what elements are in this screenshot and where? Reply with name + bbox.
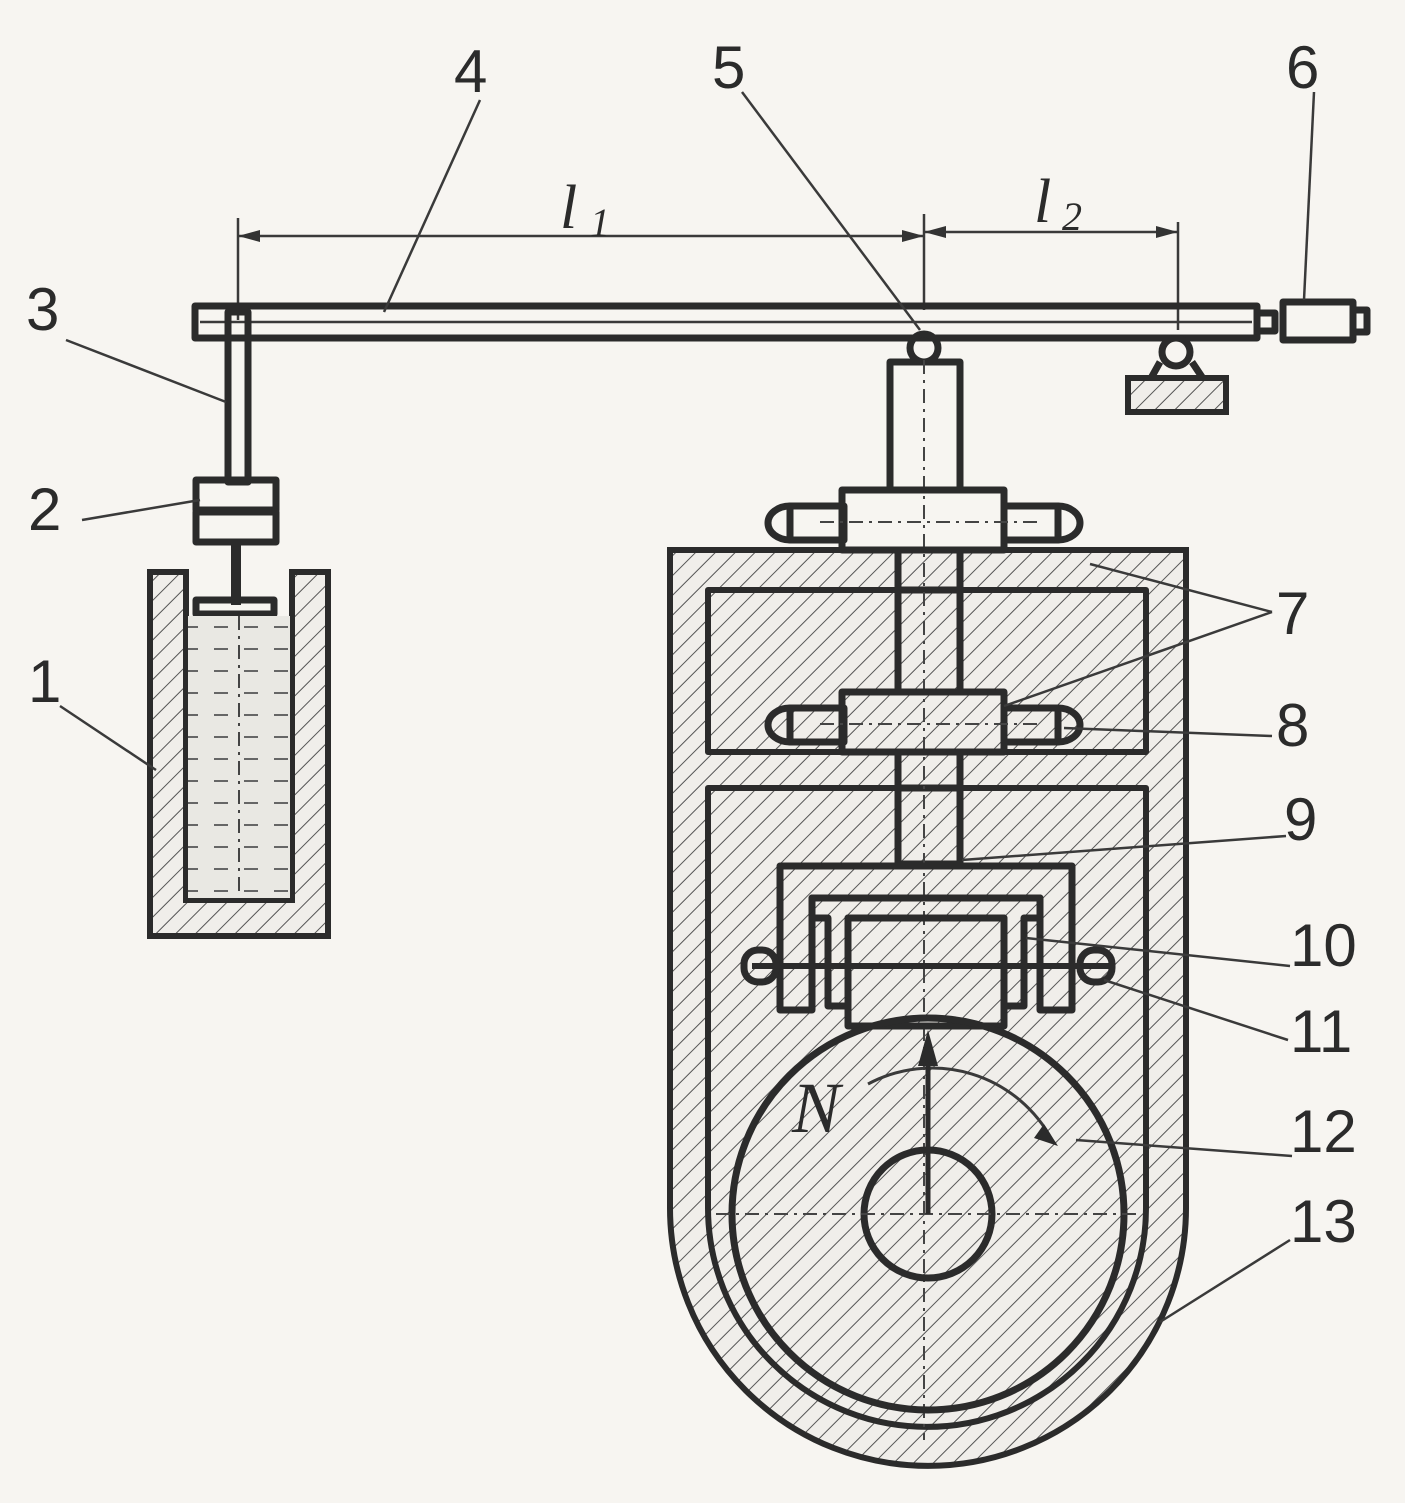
dimension-l1: l 1 xyxy=(560,174,610,245)
damper-assembly xyxy=(147,308,331,939)
label-3: 3 xyxy=(26,276,59,343)
label-1: 1 xyxy=(28,648,61,715)
label-13: 13 xyxy=(1290,1188,1357,1255)
housing xyxy=(667,547,1189,1469)
l1-symbol: l xyxy=(560,174,577,242)
label-12: 12 xyxy=(1290,1098,1357,1165)
l1-subscript: 1 xyxy=(590,200,610,245)
part-labels: 4 5 6 3 2 1 7 8 9 10 11 12 13 xyxy=(26,34,1357,1255)
label-9: 9 xyxy=(1284,786,1317,853)
lever-arm xyxy=(191,298,1371,344)
leader-lines xyxy=(59,91,1316,1324)
friction-specimen xyxy=(844,914,1008,1030)
lower-guide xyxy=(764,688,1084,756)
l2-subscript: 2 xyxy=(1062,194,1082,239)
l2-symbol: l xyxy=(1034,168,1051,236)
label-6: 6 xyxy=(1286,34,1319,101)
upper-guide xyxy=(764,486,1084,554)
label-5: 5 xyxy=(712,34,745,101)
dimension-lines xyxy=(236,214,1180,330)
specimen-holder xyxy=(740,862,1116,1014)
label-2: 2 xyxy=(28,476,61,543)
force-label-n: N xyxy=(791,1068,844,1148)
label-7: 7 xyxy=(1276,580,1309,647)
label-10: 10 xyxy=(1290,912,1357,979)
label-8: 8 xyxy=(1276,692,1309,759)
label-11: 11 xyxy=(1290,998,1352,1065)
label-4: 4 xyxy=(454,38,487,105)
lever-fulcrum-support xyxy=(1125,334,1229,415)
normal-force-arrow: N xyxy=(791,1030,938,1214)
dimension-l2: l 2 xyxy=(1034,168,1082,239)
